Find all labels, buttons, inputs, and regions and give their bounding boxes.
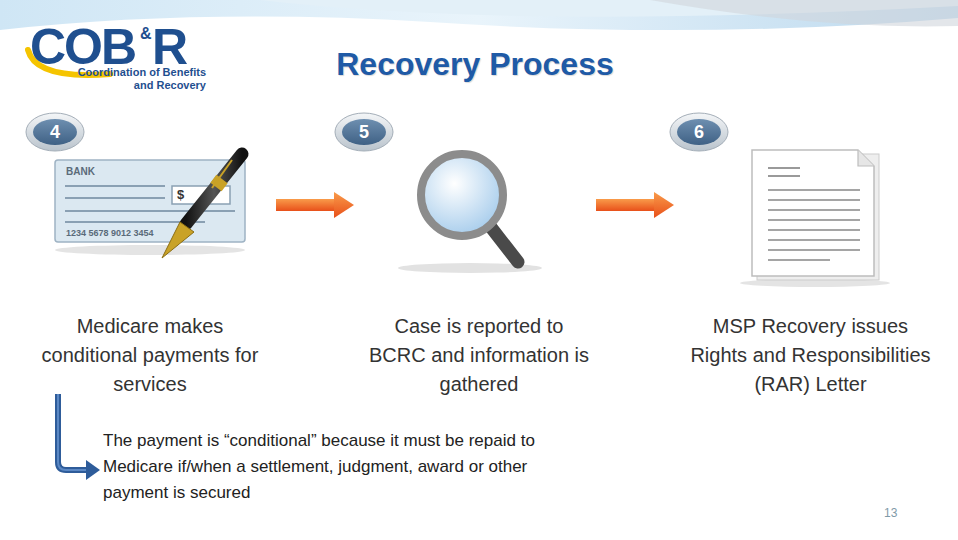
document-line xyxy=(768,219,860,221)
bracket-line xyxy=(58,394,88,470)
magnifier-handle xyxy=(490,226,518,262)
flow-arrow xyxy=(596,192,674,218)
bracket-head xyxy=(86,460,100,480)
document-line xyxy=(768,199,860,201)
header-swoosh xyxy=(650,0,958,26)
document-line xyxy=(768,167,800,169)
step-caption: Medicare makes conditional payments for … xyxy=(30,312,270,399)
document-fold xyxy=(858,150,874,166)
logo-ampersand: & xyxy=(140,26,152,42)
magnifier-ring xyxy=(421,154,503,236)
check-bank-text: BANK xyxy=(66,166,95,178)
pen-nib xyxy=(162,222,194,258)
step-badge xyxy=(670,113,728,151)
pen-clip xyxy=(212,160,232,188)
document-line xyxy=(768,239,860,241)
check-line xyxy=(65,210,235,212)
flow-arrow xyxy=(276,192,354,218)
check-paper xyxy=(55,160,245,242)
check-number: 1234 5678 9012 3454 xyxy=(66,228,154,239)
logo-letters: R xyxy=(152,22,188,72)
slide-title: Recovery Process xyxy=(270,46,680,83)
arrow-head xyxy=(334,192,354,218)
logo-tagline: Coordination of Benefits and Recovery xyxy=(68,66,206,92)
callout-number: 4 xyxy=(35,121,75,143)
page-number: 13 xyxy=(884,506,897,520)
badge-ring xyxy=(670,113,728,151)
document-line xyxy=(768,249,860,251)
step-node: Case is reported to BCRC and information… xyxy=(368,150,590,400)
check-line xyxy=(65,197,165,199)
pen-icon xyxy=(162,154,242,258)
arrow-shaft xyxy=(596,199,656,211)
note-text: The payment is “conditional” because it … xyxy=(103,428,573,506)
pen-body xyxy=(186,154,242,224)
step-caption: Case is reported to BCRC and information… xyxy=(368,312,590,399)
badge-ring xyxy=(335,113,393,151)
badge-ring xyxy=(26,113,84,151)
badge-core xyxy=(33,119,77,145)
logo-letters: COB xyxy=(30,22,135,72)
magnifier-icon xyxy=(398,154,542,273)
callout-number: 5 xyxy=(344,121,384,143)
document-line xyxy=(768,209,860,211)
check-line xyxy=(65,185,165,187)
arrow-shaft xyxy=(276,199,336,211)
check-icon xyxy=(55,160,245,255)
document-page xyxy=(752,150,874,276)
document-line xyxy=(768,259,830,261)
document-line xyxy=(768,175,800,177)
bracket-line xyxy=(58,394,88,470)
bracket-arrow xyxy=(58,394,100,480)
arrow-head xyxy=(654,192,674,218)
badge-core xyxy=(342,119,386,145)
step-node: MSP Recovery issues Rights and Responsib… xyxy=(688,150,933,430)
badge-core xyxy=(677,119,721,145)
step-caption: MSP Recovery issues Rights and Responsib… xyxy=(688,312,933,399)
step-node: Medicare makes conditional payments for … xyxy=(30,150,270,400)
check-dollar: $ xyxy=(177,188,184,202)
document-line xyxy=(768,189,860,191)
icon-shadow xyxy=(55,245,245,255)
callout-number: 6 xyxy=(679,121,719,143)
step-badge xyxy=(26,113,84,151)
document-line xyxy=(768,229,860,231)
document-icon xyxy=(740,150,890,287)
step-badge xyxy=(335,113,393,151)
